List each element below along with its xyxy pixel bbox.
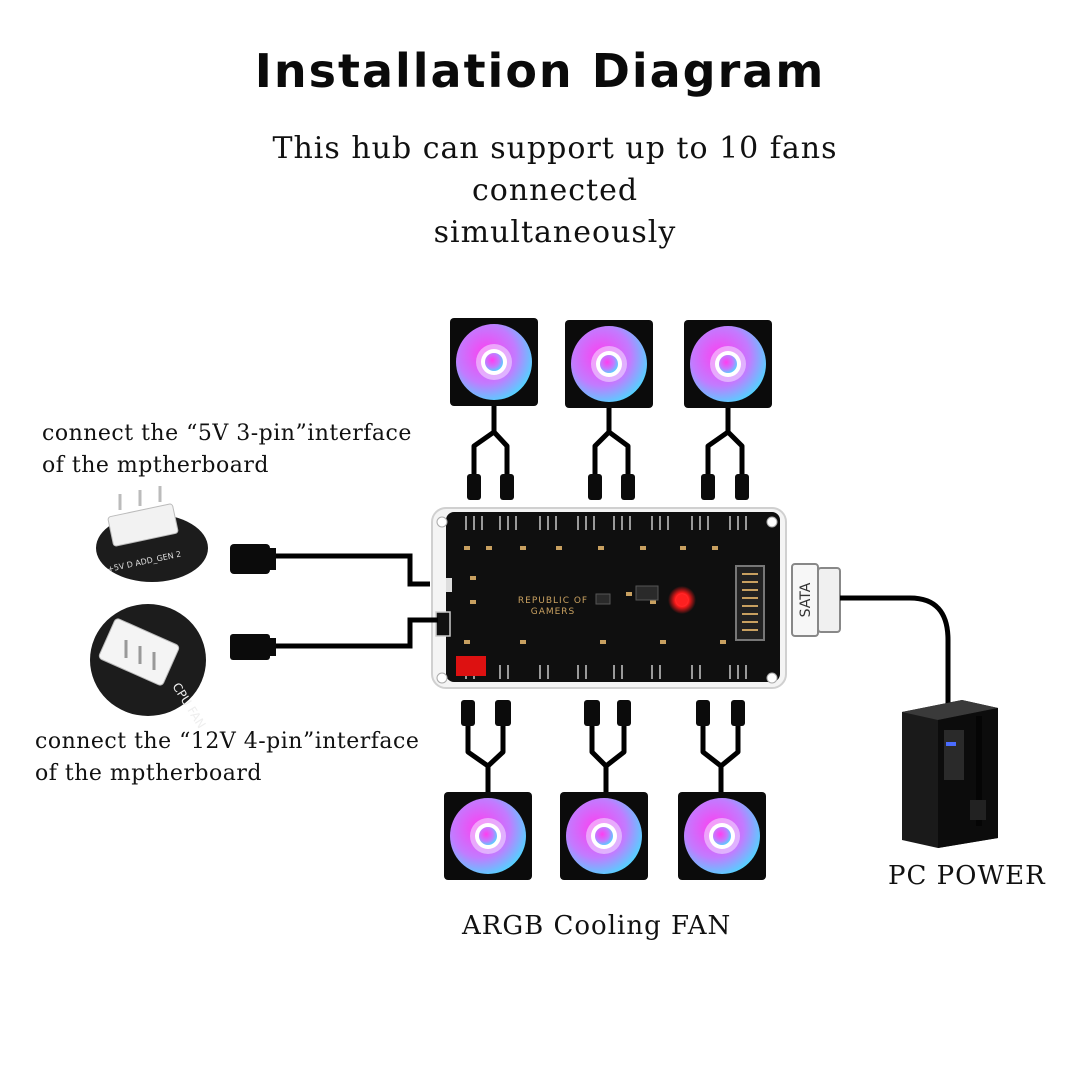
cable-5v <box>270 553 430 587</box>
label-argb-fans: ARGB Cooling FAN <box>462 911 732 941</box>
plug-12v <box>230 634 276 660</box>
top-splitter-cables <box>471 406 745 474</box>
fan-top-3 <box>684 320 772 408</box>
label-12v-4pin: connect the “12V 4-pin”interface of the … <box>35 726 419 790</box>
fan-top-1 <box>450 318 538 406</box>
label-12v-line-1: connect the “12V 4-pin”interface <box>35 729 420 754</box>
top-fan-plugs <box>467 474 749 500</box>
subtitle-line-2: simultaneously <box>433 215 677 250</box>
bottom-splitter-cables <box>465 726 741 794</box>
label-5v-line-2: of the mptherboard <box>42 453 269 478</box>
sata-power-cable <box>840 595 951 706</box>
subtitle-line-1: This hub can support up to 10 fans conne… <box>272 131 838 208</box>
argb-header-icon: +5V D ADD_GEN 2 <box>96 486 208 582</box>
bottom-fan-plugs <box>461 700 745 726</box>
label-5v-line-1: connect the “5V 3-pin”interface <box>42 421 412 446</box>
page-title: Installation Diagram <box>254 44 826 98</box>
fan-bottom-3 <box>678 792 766 880</box>
hub-brand-line-2: GAMERS <box>531 607 576 617</box>
pc-tower-icon <box>902 700 998 848</box>
label-5v-3pin: connect the “5V 3-pin”interface of the m… <box>42 418 412 482</box>
sata-label: SATA <box>798 582 814 617</box>
fan-header-icon: CPU FAN <box>90 604 208 731</box>
sata-plug-icon: SATA <box>791 563 841 637</box>
label-12v-line-2: of the mptherboard <box>35 761 262 786</box>
label-pc-power: PC POWER <box>888 861 1046 891</box>
subtitle: This hub can support up to 10 fans conne… <box>190 128 920 254</box>
fan-bottom-1 <box>444 792 532 880</box>
plug-5v <box>230 544 276 574</box>
argb-hub-board: REPUBLIC OF GAMERS <box>431 507 787 689</box>
fan-bottom-2 <box>560 792 648 880</box>
hub-brand-line-1: REPUBLIC OF <box>518 596 588 606</box>
fan-top-2 <box>565 320 653 408</box>
cable-12v <box>274 617 438 649</box>
